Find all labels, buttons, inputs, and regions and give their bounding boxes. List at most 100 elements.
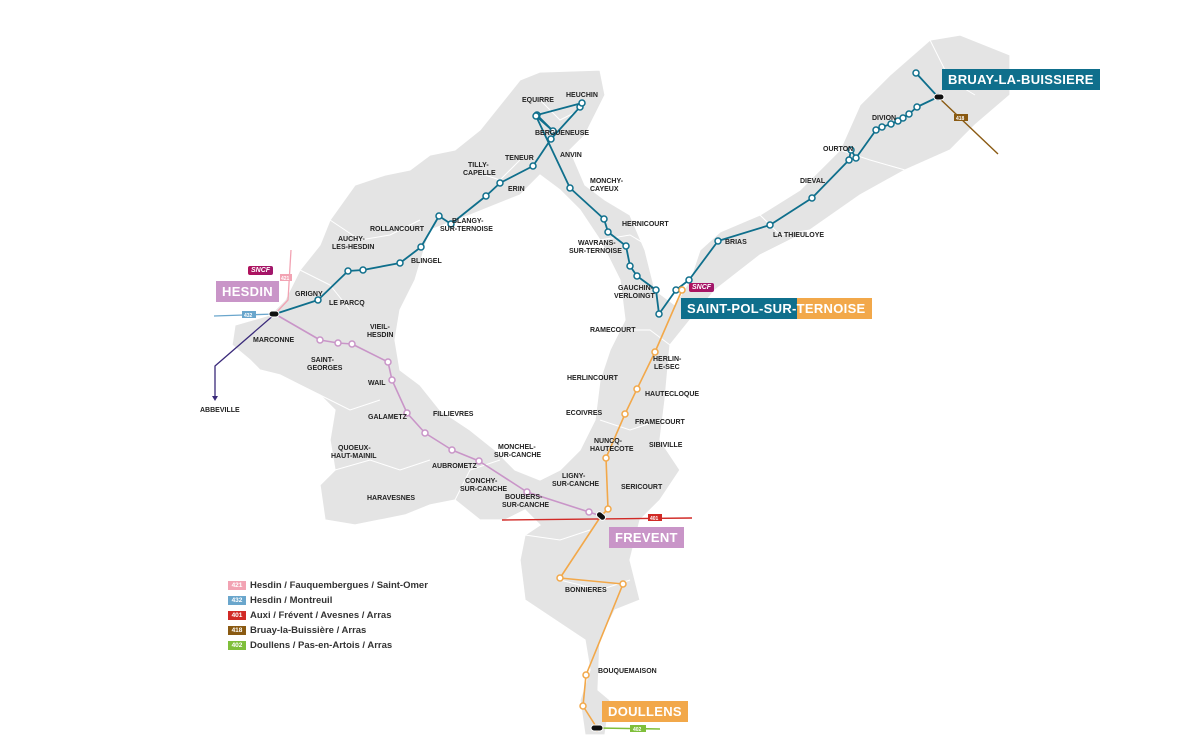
label-fillievres: FILLIEVRES — [433, 411, 474, 418]
bus-stop-marker — [633, 385, 641, 393]
bus-stop-marker — [678, 286, 686, 294]
label-monchel-1: MONCHEL- — [498, 444, 536, 451]
bus-stop-marker — [887, 120, 895, 128]
bus-stop-marker — [448, 446, 456, 454]
bus-stop-marker — [913, 103, 921, 111]
bus-stop-marker — [604, 505, 612, 513]
label-vieil-2: HESDIN — [367, 332, 393, 339]
abbeville-arrow-icon — [212, 396, 218, 401]
bus-stop-marker — [872, 126, 880, 134]
badge-401-marker — [648, 514, 662, 521]
brown-route — [937, 96, 999, 155]
label-ecoivres: ECOIVRES — [566, 410, 603, 417]
bus-stop-marker — [899, 114, 907, 122]
bus-stop-marker — [384, 358, 392, 366]
label-brias: BRIAS — [725, 239, 747, 246]
label-bouquemaison: BOUQUEMAISON — [598, 668, 657, 675]
doullens-station-marker — [590, 724, 604, 732]
label-hautecloque: HAUTECLOQUE — [645, 391, 699, 398]
legend-route-badge: 421 — [228, 581, 246, 590]
label-wavrans-1: WAVRANS- — [578, 240, 616, 247]
label-heuchin: HEUCHIN — [566, 92, 598, 99]
bus-stop-marker — [482, 192, 490, 200]
label-sibiville: SIBIVILLE — [649, 442, 683, 449]
bus-stop-marker — [585, 508, 593, 516]
label-gauchin-2: VERLOINGT — [614, 293, 656, 300]
hub-hesdin-label[interactable]: HESDIN — [216, 281, 279, 302]
label-gauchin-1: GAUCHIN- — [618, 285, 654, 292]
legend-route-badge: 418 — [228, 626, 246, 635]
label-abbeville: ABBEVILLE — [200, 407, 240, 414]
bus-stop-marker — [878, 123, 886, 131]
legend-route-label: Bruay-la-Buissière / Arras — [250, 625, 367, 636]
label-la-thieuloye: LA THIEULOYE — [773, 232, 824, 239]
bus-stop-marker — [316, 336, 324, 344]
label-blangy-1: BLANGY- — [452, 218, 484, 225]
label-auchy-2: LES-HESDIN — [332, 244, 374, 251]
badge-432-marker — [242, 311, 256, 318]
blue-route-north-spur — [915, 72, 939, 98]
label-nuncq-1: NUNCQ- — [594, 438, 623, 445]
bus-stop-marker — [475, 457, 483, 465]
hub-markers — [268, 93, 945, 732]
bus-stop-marker — [604, 228, 612, 236]
label-saint-georges-1: SAINT- — [311, 357, 335, 364]
label-equirre: EQUIRRE — [522, 97, 554, 104]
bus-stop-marker — [766, 221, 774, 229]
sncf-logo-saint-pol: SNCF — [689, 283, 715, 292]
label-saint-georges-2: GEORGES — [307, 365, 343, 372]
hub-saint-pol-label[interactable]: SAINT-POL-SUR- TERNOISE — [681, 298, 872, 319]
bus-stop-marker — [421, 429, 429, 437]
label-sericourt: SERICOURT — [621, 484, 663, 491]
bus-stop-marker — [912, 69, 920, 77]
bus-stop-marker — [672, 286, 680, 294]
bus-stop-marker — [447, 220, 455, 228]
bus-stop-marker — [847, 146, 855, 154]
bus-stop-marker — [808, 194, 816, 202]
bus-stop-marker — [626, 262, 634, 270]
hub-bruay-label[interactable]: BRUAY-LA-BUISSIERE — [942, 69, 1100, 90]
bus-stop-marker — [621, 410, 629, 418]
bus-stop-marker — [602, 454, 610, 462]
badge-421-text: 421 — [281, 276, 290, 282]
bus-stop-marker — [496, 179, 504, 187]
label-boubers-2: SUR-CANCHE — [502, 502, 549, 509]
legend-row: 402 Doullens / Pas-en-Artois / Arras — [228, 638, 428, 653]
label-divion: DIVION — [872, 115, 896, 122]
label-ligny-2: SUR-CANCHE — [552, 481, 599, 488]
bus-stop-marker — [905, 110, 913, 118]
label-tilly-1: TILLY- — [468, 162, 489, 169]
bus-stop-marker — [622, 242, 630, 250]
bus-stop-marker — [600, 215, 608, 223]
bus-stop-marker — [403, 409, 411, 417]
label-erin: ERIN — [508, 186, 525, 193]
label-blingel: BLINGEL — [411, 258, 442, 265]
bus-stop-marker — [714, 237, 722, 245]
legend-route-badge: 402 — [228, 641, 246, 650]
legend-route-label: Auxi / Frévent / Avesnes / Arras — [250, 610, 392, 621]
label-teneur: TENEUR — [505, 155, 534, 162]
bus-stop-marker — [651, 348, 659, 356]
label-ramecourt: RAMECOURT — [590, 327, 636, 334]
hub-frevent-label[interactable]: FREVENT — [609, 527, 684, 548]
label-framecourt: FRAMECOURT — [635, 419, 685, 426]
label-bonnieres: BONNIERES — [565, 587, 607, 594]
bus-stop-marker — [435, 212, 443, 220]
label-tilly-2: CAPELLE — [463, 170, 496, 177]
map-route-badges: 421 432 418 401 402 — [242, 114, 968, 733]
hub-doullens-label[interactable]: DOULLENS — [602, 701, 688, 722]
bus-stop-marker — [396, 259, 404, 267]
label-quoeux-2: HAUT-MAINIL — [331, 453, 377, 460]
legend-route-label: Doullens / Pas-en-Artois / Arras — [250, 640, 393, 651]
label-blangy-2: SUR-TERNOISE — [440, 226, 493, 233]
label-herlin-1: HERLIN- — [653, 356, 682, 363]
label-herlin-2: LE-SEC — [654, 364, 680, 371]
bus-stop-marker — [556, 574, 564, 582]
label-rollancourt: ROLLANCOURT — [370, 226, 425, 233]
label-marconne: MARCONNE — [253, 337, 295, 344]
bus-stops — [314, 69, 942, 732]
label-monchel-2: SUR-CANCHE — [494, 452, 541, 459]
bus-stop-marker — [348, 340, 356, 348]
label-wail: WAIL — [368, 380, 386, 387]
